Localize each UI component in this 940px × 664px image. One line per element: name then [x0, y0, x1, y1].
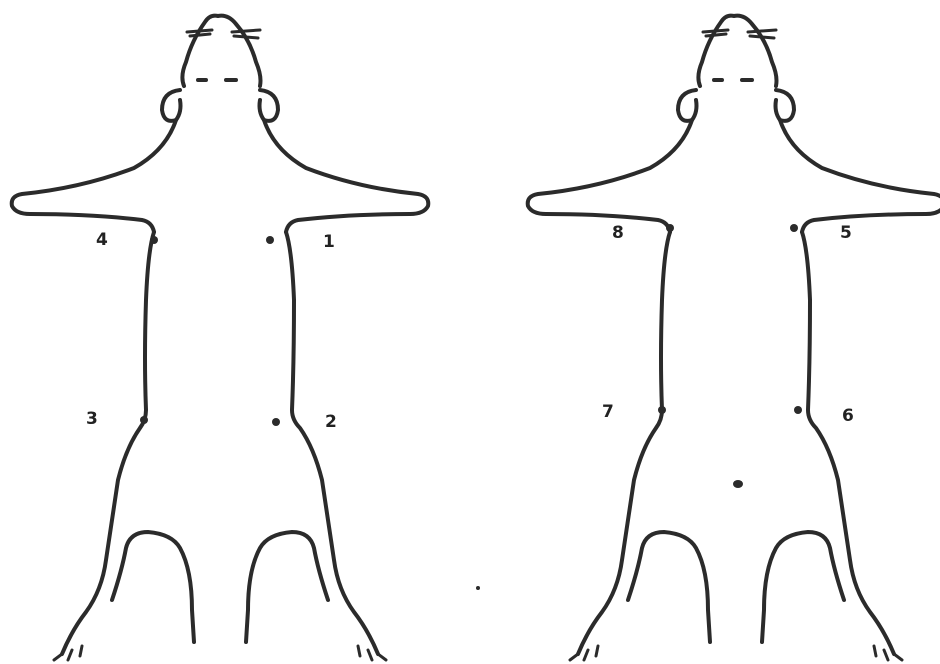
site-label-2: 2 [325, 412, 337, 432]
site-label-3: 3 [86, 409, 98, 429]
site-label-1: 1 [323, 232, 335, 252]
site-label-7: 7 [602, 402, 614, 422]
rat-outline-right [528, 16, 940, 660]
speck [476, 586, 480, 590]
site-label-6: 6 [842, 406, 854, 426]
rat-outline-left [12, 16, 429, 660]
site-label-5: 5 [840, 223, 852, 243]
site-label-8: 8 [612, 223, 624, 243]
site-label-4: 4 [96, 230, 108, 250]
